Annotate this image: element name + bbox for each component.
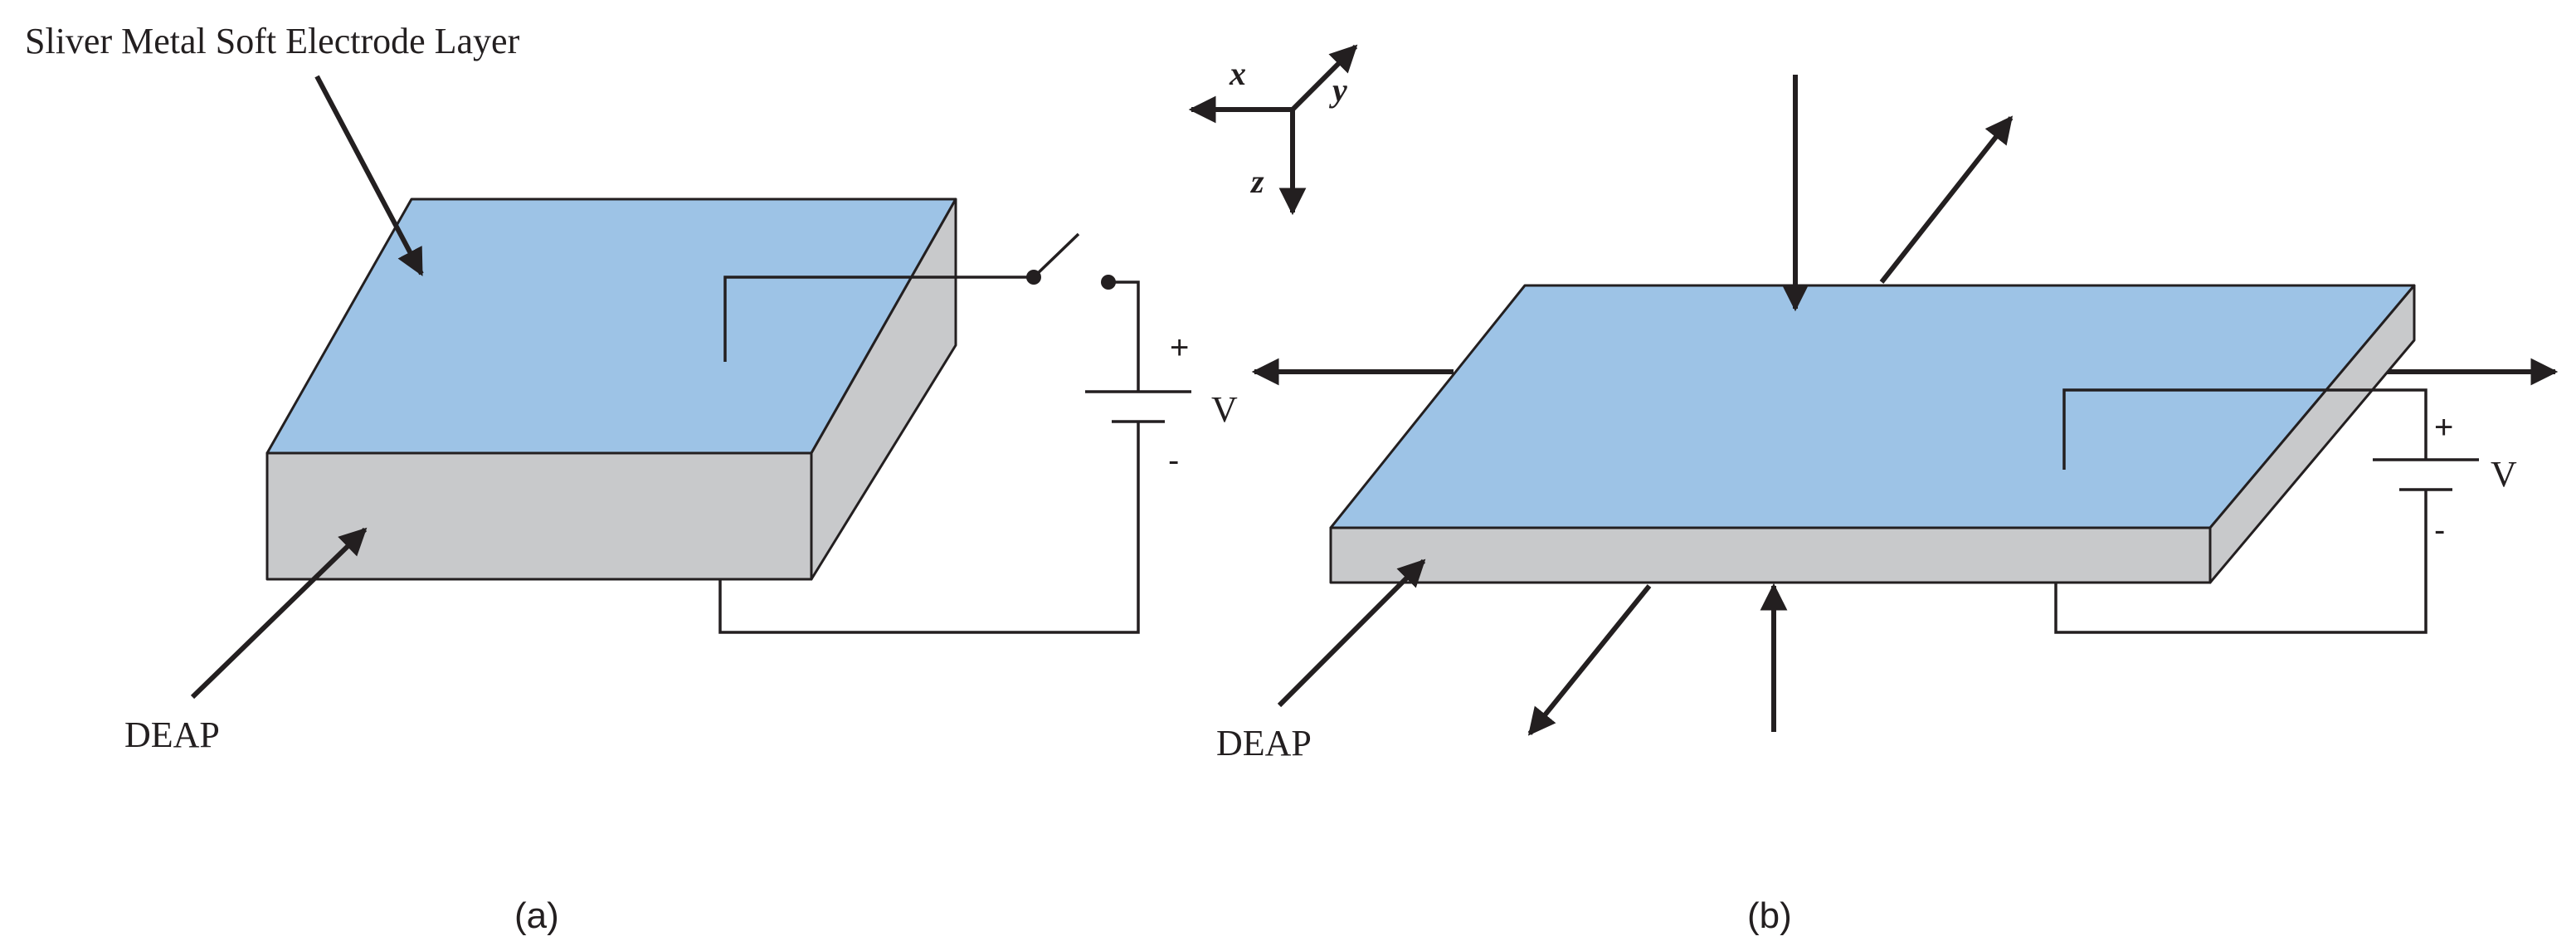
panel-b-electrode-lead	[2062, 388, 2427, 470]
panel-a-plus-label: +	[1170, 329, 1189, 366]
panel-a: + - V Sliver Metal Soft Electrode Layer …	[25, 21, 1238, 936]
panel-b-expansion-arrow-back	[1879, 115, 2014, 284]
panel-a-switch-blade	[1032, 232, 1080, 279]
axis-x-label: x	[1229, 55, 1246, 92]
panel-a-minus-label: -	[1168, 442, 1179, 479]
panel-a-deap-label: DEAP	[124, 714, 220, 755]
panel-a-voltage-label: V	[1211, 389, 1238, 430]
panel-a-switch-contact-left	[1026, 270, 1041, 285]
panel-a-side-face	[810, 198, 957, 581]
panel-a-return-wire	[718, 422, 1140, 634]
panel-b: + - V DEAP (b)	[1216, 75, 2559, 936]
panel-a-electrode-pointer-arrow	[314, 75, 424, 276]
panel-a-front-face	[265, 451, 813, 581]
panel-b-return-wire	[2054, 490, 2427, 634]
axis-y-arrow	[1290, 44, 1358, 112]
axis-y-label: y	[1329, 71, 1347, 109]
panel-a-deap-pointer-arrow	[190, 527, 368, 700]
panel-b-deap-label: DEAP	[1216, 723, 1312, 763]
panel-b-front-face	[1329, 526, 2212, 584]
panel-b-deap-pointer-arrow	[1277, 558, 1426, 708]
coordinate-axes: x y z	[1188, 44, 1358, 216]
axis-z-label: z	[1249, 163, 1264, 200]
panel-b-expansion-arrow-front	[1527, 584, 1652, 736]
panel-a-electrode-lead	[723, 276, 1034, 362]
panel-a-caption: (a)	[514, 895, 559, 936]
panel-b-plus-label: +	[2434, 409, 2453, 446]
panel-a-electrode-label: Sliver Metal Soft Electrode Layer	[25, 21, 520, 61]
panel-a-battery-wire-top	[1108, 280, 1140, 392]
panel-b-voltage-label: V	[2491, 454, 2517, 495]
panel-b-caption: (b)	[1747, 895, 1792, 936]
panel-b-minus-label: -	[2434, 512, 2445, 549]
panel-b-side-face	[2208, 284, 2416, 584]
